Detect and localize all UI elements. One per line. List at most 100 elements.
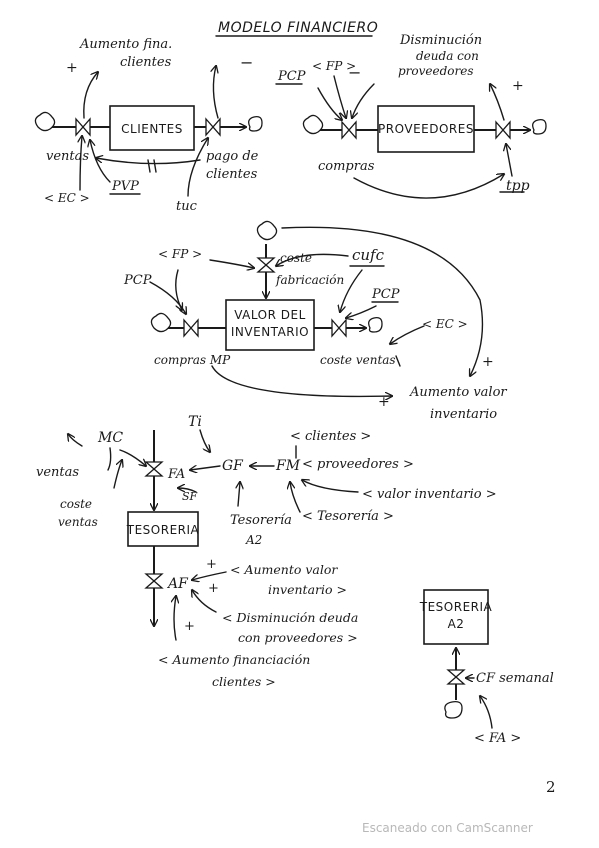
plus-sign: + [184, 619, 195, 634]
ventas-valve-icon [75, 117, 91, 137]
clientes-ref-label: < clientes > [290, 429, 371, 444]
valor-inv-ref-label: < valor inventario > [362, 487, 497, 502]
plus-sign: + [482, 354, 494, 370]
proveedores-stock-label: PROVEEDORES [378, 122, 474, 136]
ti-label: Ti [188, 414, 202, 430]
aumento-valor-inv-label-2: inventario [430, 407, 497, 422]
fa-ref-label: < FA > [474, 731, 521, 746]
link-arrow [199, 429, 210, 452]
link-tick [107, 447, 112, 471]
plus-sign: + [512, 78, 524, 94]
aumento-fin-clientes-label-2: clientes [120, 55, 172, 70]
compras-valve-icon [341, 120, 357, 140]
link-arrow [149, 281, 186, 314]
source-cloud-icon [256, 220, 278, 241]
af-label: AF [166, 576, 189, 592]
fabricacion-valve-icon [256, 257, 276, 273]
link-arrow [333, 75, 346, 118]
tesoreria-flow-group: MC ventas coste ventas FA Ti GF FM SF < … [36, 414, 497, 689]
source-cloud-icon [34, 111, 56, 132]
tuc-label: tuc [176, 199, 198, 214]
link-arrow [192, 571, 227, 580]
tesoreria-stock [127, 511, 199, 547]
scanner-footer: Escaneado con CamScanner [362, 821, 533, 835]
ec-label: < EC > [44, 191, 90, 205]
ec-label-2: < EC > [422, 317, 468, 331]
compras-mp-valve-icon [183, 318, 199, 338]
plus-sign: + [206, 557, 217, 572]
pcp-label-2: PCP [123, 273, 152, 288]
source-cloud-icon [150, 312, 172, 333]
cf-semanal-label: CF semanal [476, 671, 554, 686]
tesoreria-a2-label-2: A2 [245, 533, 262, 547]
link-arrow [209, 259, 254, 268]
aumento-valor-inv-label-1: Aumento valor [409, 385, 507, 400]
cufc-label: cufc [352, 246, 385, 264]
clientes-flow-group: CLIENTES Aumento fina. clientes + − vent… [34, 37, 263, 214]
link-tick [395, 355, 401, 367]
pago-clientes-label-2: clientes [206, 167, 258, 182]
valor-inventario-stock [225, 299, 315, 351]
link-arrow [390, 325, 425, 344]
tesoreria-a2-flow-group: TESORERIA A2 CF semanal < FA > [419, 589, 554, 746]
link-arrow [353, 174, 504, 199]
fp-label-1: < FP > [312, 59, 356, 73]
fa-valve-icon [144, 461, 164, 477]
source-cloud-icon [444, 700, 463, 719]
disminucion-deuda-ref-2: con proveedores > [238, 630, 358, 645]
link-arrow [211, 365, 392, 396]
aumento-financ-clientes-1: < Aumento financiación [158, 652, 310, 667]
ventas-label-2: ventas [36, 465, 79, 480]
fp-label-2: < FP > [158, 247, 202, 261]
link-arrow [480, 696, 493, 729]
link-arrow [276, 253, 349, 266]
minus-sign: − [348, 63, 361, 82]
link-arrow [190, 466, 221, 470]
link-arrow [192, 590, 217, 613]
tesoreria-a2-stock-label-1: TESORERIA [419, 600, 493, 614]
sink-cloud-icon [248, 115, 263, 132]
page-number: 2 [546, 778, 556, 796]
proveedores-ref-label: < proveedores > [302, 457, 414, 472]
delay-mark [153, 159, 157, 173]
link-arrow [340, 269, 363, 312]
disminucion-deuda-label-1: Disminución [399, 33, 482, 48]
link-arrow [90, 140, 111, 183]
tesoreria-ref-label: < Tesorería > [302, 509, 394, 524]
disminucion-deuda-label-3: proveedores [398, 64, 474, 78]
link-arrow [506, 144, 513, 177]
link-arrow [174, 596, 176, 641]
link-arrow [83, 72, 98, 119]
link-arrow [178, 488, 197, 493]
plus-sign: + [66, 60, 78, 76]
af-valve-icon [144, 573, 164, 589]
tesoreria-stock-label: TESORERIA [126, 523, 200, 537]
aumento-fin-clientes-label-1: Aumento fina. [79, 37, 172, 52]
fm-label: FM [275, 458, 301, 474]
aumento-valor-inv-ref-2: inventario > [268, 582, 347, 597]
sink-cloud-icon [532, 118, 547, 135]
sink-cloud-icon [368, 316, 383, 333]
link-arrow [187, 138, 208, 197]
disminucion-deuda-label-2: deuda con [416, 49, 479, 63]
link-arrow [113, 460, 122, 489]
disminucion-deuda-ref-1: < Disminución deuda [222, 610, 358, 625]
aumento-financ-clientes-2: clientes > [212, 674, 276, 689]
tesoreria-a2-stock-label-2: A2 [448, 617, 465, 631]
aumento-valor-inv-ref-1: < Aumento valor [230, 562, 338, 577]
coste-ventas-valve-icon [331, 318, 347, 338]
link-arrow [290, 482, 301, 513]
tesoreria-a2-stock [423, 589, 489, 645]
link-arrow [80, 136, 82, 191]
valor-inventario-label-1: VALOR DEL [234, 308, 306, 322]
sf-label: SF [182, 490, 198, 503]
link-arrow [281, 226, 484, 376]
link-arrow [346, 305, 377, 318]
link-arrow [352, 83, 375, 118]
gf-label: GF [222, 458, 244, 474]
coste-ventas-label-2a: coste [60, 497, 92, 511]
link-arrow [490, 84, 505, 121]
compras-label: compras [318, 159, 375, 174]
minus-sign: − [240, 53, 253, 72]
